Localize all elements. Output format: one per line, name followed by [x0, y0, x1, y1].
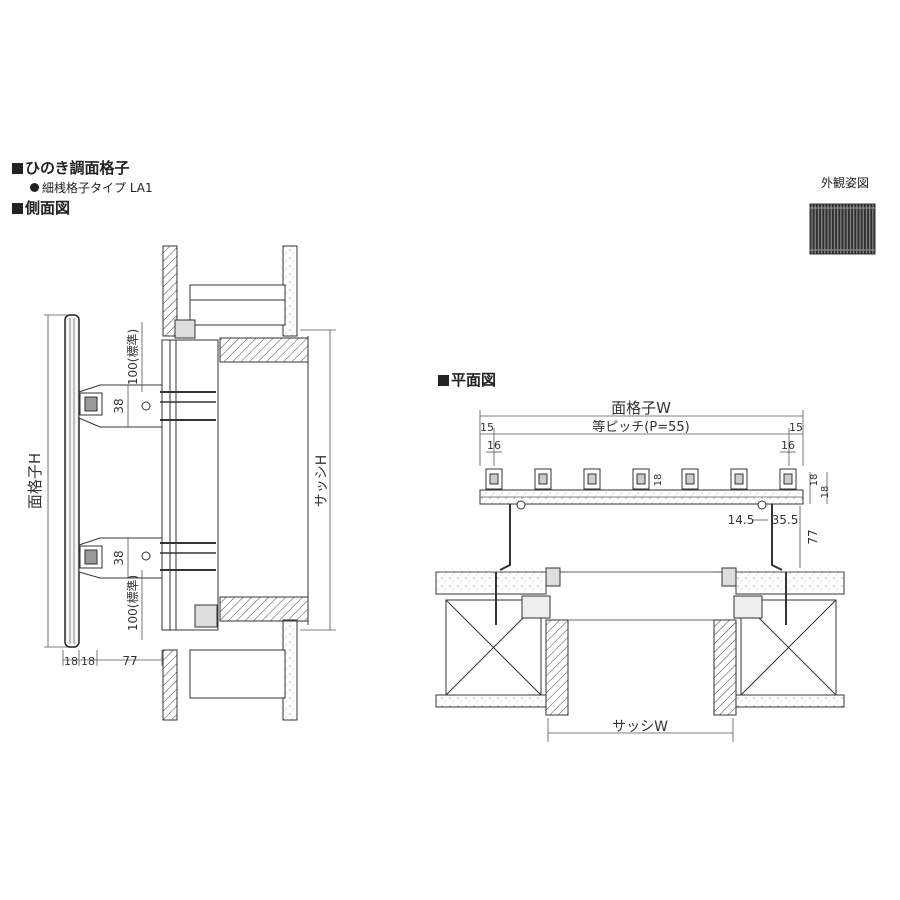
plan-total-w-label: 面格子W [611, 399, 671, 417]
side-total-h-label: 面格子H [26, 453, 44, 509]
side-dimension-lines [44, 314, 336, 666]
appearance-thumbnail [809, 203, 876, 255]
plan-pitch-label: 等ピッチ(P=55) [592, 419, 689, 435]
appearance-title: 外観姿図 [821, 176, 870, 190]
plan-18-r1-label: 18 [809, 474, 820, 487]
side-std-top-label: 100(標準) [125, 329, 140, 385]
side-77-label: 77 [122, 654, 137, 668]
plan-view-drawing [435, 468, 845, 716]
plan-35-5-label: 35.5 [772, 513, 799, 527]
side-38-top-label: 38 [112, 398, 126, 413]
plan-sash-w-label: サッシW [612, 719, 668, 735]
square-bullet-icon [438, 375, 449, 386]
side-38-bottom-label: 38 [112, 550, 126, 565]
plan-18-r2-label: 18 [820, 486, 831, 499]
plan-14-5-label: 14.5 [728, 513, 755, 527]
square-bullet-icon [12, 163, 23, 174]
plan-15-right-label: 15 [789, 421, 803, 434]
plan-18-mid-label: 18 [653, 474, 664, 487]
side-18a-label: 18 [64, 655, 78, 668]
side-18b-label: 18 [81, 655, 95, 668]
side-view-heading: 側面図 [12, 201, 70, 216]
side-sash-h-label: サッシH [314, 455, 330, 508]
side-std-bottom-label: 100(標準) [125, 575, 140, 631]
sub-heading: 細桟格子タイプ LA1 [30, 182, 153, 194]
plan-77-label: 77 [806, 529, 820, 544]
plan-16-right-label: 16 [781, 439, 795, 452]
plan-dimension-lines [479, 410, 828, 742]
plan-view-heading: 平面図 [438, 373, 496, 388]
side-view-drawing [64, 245, 309, 721]
square-bullet-icon [12, 203, 23, 214]
dot-bullet-icon [30, 183, 39, 192]
plan-16-left-label: 16 [487, 439, 501, 452]
main-heading: ひのき調面格子 [12, 161, 130, 176]
plan-15-left-label: 15 [480, 421, 494, 434]
